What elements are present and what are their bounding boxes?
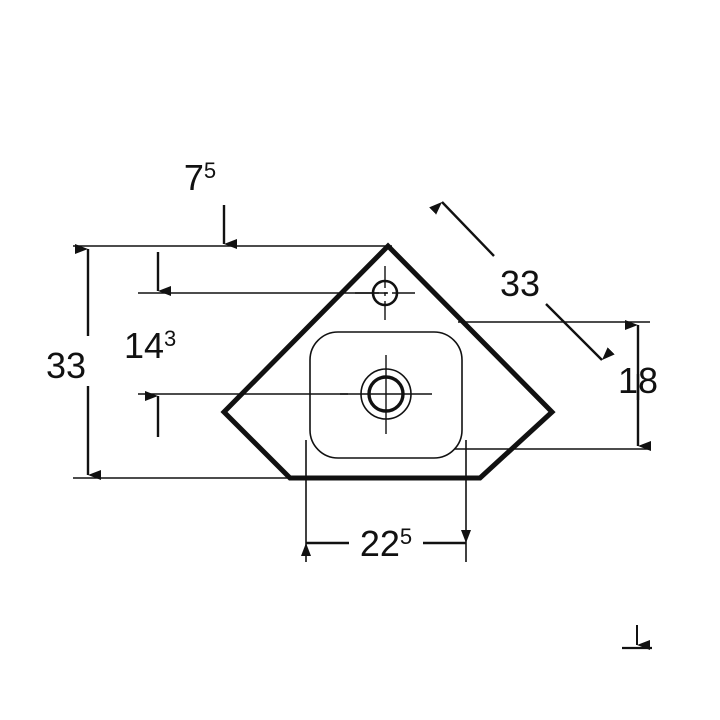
inner-depth-label: 143 [124, 325, 176, 366]
bowl-rim [309, 331, 463, 459]
overall-depth-label: 33 [46, 345, 86, 386]
diagonal-side-arrow-upper [429, 201, 495, 257]
drain-outlet [340, 355, 432, 434]
dimension-inner-depth: 143 [124, 252, 176, 437]
floor-level-symbol [622, 625, 652, 650]
basin-outline [220, 242, 556, 481]
dimension-bottom-width: 225 [301, 523, 471, 564]
dimension-right-offset: 18 [618, 320, 658, 451]
right-offset-label: 18 [618, 360, 658, 401]
basin-bowl [309, 331, 463, 459]
dimension-rim-depth: 75 [184, 157, 237, 249]
dimension-diagonal-side: 33 [429, 201, 615, 361]
dimension-overall-depth: 33 [46, 244, 101, 480]
diagonal-side-label: 33 [500, 263, 540, 304]
basin-outer-edge [220, 242, 556, 481]
bottom-width-label: 225 [360, 523, 412, 564]
rim-depth-label: 75 [184, 157, 216, 198]
diagonal-side-arrow-lower [545, 303, 615, 361]
extension-lines [73, 245, 650, 479]
